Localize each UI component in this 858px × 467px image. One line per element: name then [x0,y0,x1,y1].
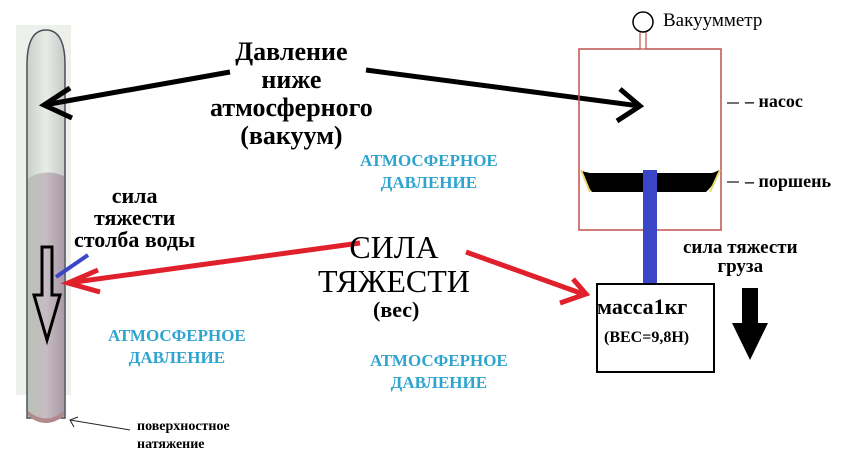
gravity-arrow-left [60,240,361,295]
vacuum-arrow-left [38,69,231,121]
surface-tension-arrow [69,416,131,431]
column-gravity-line: сила [111,183,158,208]
water-tube [16,25,71,423]
gravity-arrow-right [465,249,591,306]
gauge-stem [639,32,647,50]
column-gravity-line: тяжести [93,205,176,230]
atmospheric-line: АТМОСФЕРНОЕ [360,151,498,170]
gravity-title: СИЛА ТЯЖЕСТИ [318,230,470,298]
atmospheric-pressure-label-left: АТМОСФЕРНОЕ ДАВЛЕНИЕ [108,325,246,369]
surface-tension-line: натяжение [137,437,205,452]
piston-edge-right [709,169,721,193]
load-gravity-label: сила тяжести груза [683,238,798,276]
vacuum-label-line: (вакуум) [240,121,343,150]
piston-label: – поршень [745,171,831,191]
pump-label: – насос [745,91,803,111]
vacuum-label-line: атмосферного [210,93,373,122]
gravity-title-line: ТЯЖЕСТИ [318,263,470,299]
vacuum-label-line: ниже [261,65,322,94]
piston-rod [643,170,657,284]
surface-tension-line: поверхностное [137,419,230,434]
vacuum-gauge-label: Вакуумметр [663,10,763,31]
vacuum-label-line: Давление [235,37,348,66]
column-gravity-line: столба воды [74,227,196,252]
atmospheric-line: АТМОСФЕРНОЕ [108,326,246,345]
column-pointer-line [54,253,90,279]
atmospheric-line: ДАВЛЕНИЕ [128,348,226,367]
gravity-title-line: СИЛА [349,229,439,265]
water-meniscus [28,411,64,423]
vacuum-arrow-right [365,67,645,124]
weight-label: (ВЕС=9,8Н) [604,329,690,346]
column-gravity-label: сила тяжести столба воды [74,185,195,251]
water-column [28,172,64,423]
mass-label: масса1кг [597,294,688,319]
piston-edge-left [580,169,591,193]
surface-tension-label: поверхностное натяжение [137,418,230,454]
atmospheric-pressure-label-top: АТМОСФЕРНОЕ ДАВЛЕНИЕ [360,150,498,194]
column-gravity-arrow-icon [32,245,62,346]
load-gravity-arrow-icon [732,288,768,360]
atmospheric-pressure-label-bottom: АТМОСФЕРНОЕ ДАВЛЕНИЕ [370,350,508,394]
gravity-subtitle: (вес) [373,297,420,322]
load-gravity-line: сила тяжести [683,237,798,258]
atmospheric-line: ДАВЛЕНИЕ [380,173,478,192]
vacuum-label: Давление ниже атмосферного (вакуум) [210,38,373,150]
mass-box [596,283,715,373]
atmospheric-line: АТМОСФЕРНОЕ [370,351,508,370]
atmospheric-line: ДАВЛЕНИЕ [390,373,488,392]
load-gravity-line: груза [717,256,764,277]
vacuum-gauge-icon [632,11,654,33]
